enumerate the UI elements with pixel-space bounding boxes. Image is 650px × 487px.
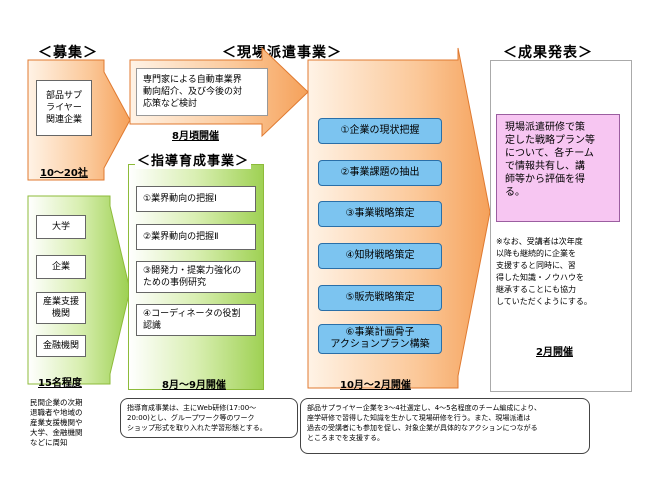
results-date: 2月開催 (536, 347, 573, 358)
guidance-callout: 指導育成事業は、主にWeb研修(17:00～ 20:00)とし、グループワーク等… (120, 398, 298, 438)
guidance-item-1: ①業界動向の把握Ⅰ (136, 186, 256, 212)
org-university: 大学 (36, 215, 86, 239)
guidance-item-2: ②業界動向の把握Ⅱ (136, 224, 256, 250)
seminar-box: 専門家による自動車業界 動向紹介、及び今後の対 応策など検討 (136, 68, 268, 116)
results-box: 現場派遣研修で策 定した戦略プラン等 について、各チーム で情報共有し、講 師等… (496, 114, 620, 222)
dispatch-date: 10月～2月開催 (340, 380, 411, 391)
org-count: 15名程度 (38, 378, 82, 389)
supplier-count: 10～20社 (40, 168, 88, 179)
header-recruit: ＜募集＞ (38, 45, 98, 61)
seminar-date: 8月頃開催 (172, 131, 219, 142)
dispatch-step-4: ④知財戦略策定 (318, 243, 442, 269)
org-note: 民間企業の次期 退職者や地域の 産業支援機関や 大学、金融機関 などに周知 (30, 398, 83, 447)
dispatch-step-5: ⑤販売戦略策定 (318, 285, 442, 311)
org-finance: 金融機関 (36, 335, 86, 357)
results-note: ※なお、受講者は次年度 以降も継続的に企業を 支援すると同時に、習 得した知識・… (496, 237, 592, 306)
header-dispatch: ＜現場派遣事業＞ (222, 45, 342, 61)
guidance-date: 8月～9月開催 (162, 380, 226, 391)
dispatch-step-6: ⑥事業計画骨子 アクションプラン構築 (318, 324, 442, 354)
dispatch-step-3: ③事業戦略策定 (318, 201, 442, 227)
dispatch-step-2: ②事業課題の抽出 (318, 160, 442, 186)
guidance-item-3: ③開発力・提案力強化の ための事例研究 (136, 261, 256, 293)
guidance-item-4: ④コーディネータの役割 認識 (136, 304, 256, 336)
org-company: 企業 (36, 255, 86, 279)
header-guidance: ＜指導育成事業＞ (135, 150, 252, 169)
header-results: ＜成果発表＞ (503, 45, 593, 61)
supplier-box: 部品サプ ライヤー 関連企業 (36, 80, 92, 136)
org-support: 産業支援 機関 (36, 292, 86, 324)
dispatch-callout: 部品サプライヤー企業を3～4社選定し、4～5名程度のチーム編成により、 座学研修… (300, 398, 590, 454)
dispatch-step-1: ①企業の現状把握 (318, 118, 442, 144)
